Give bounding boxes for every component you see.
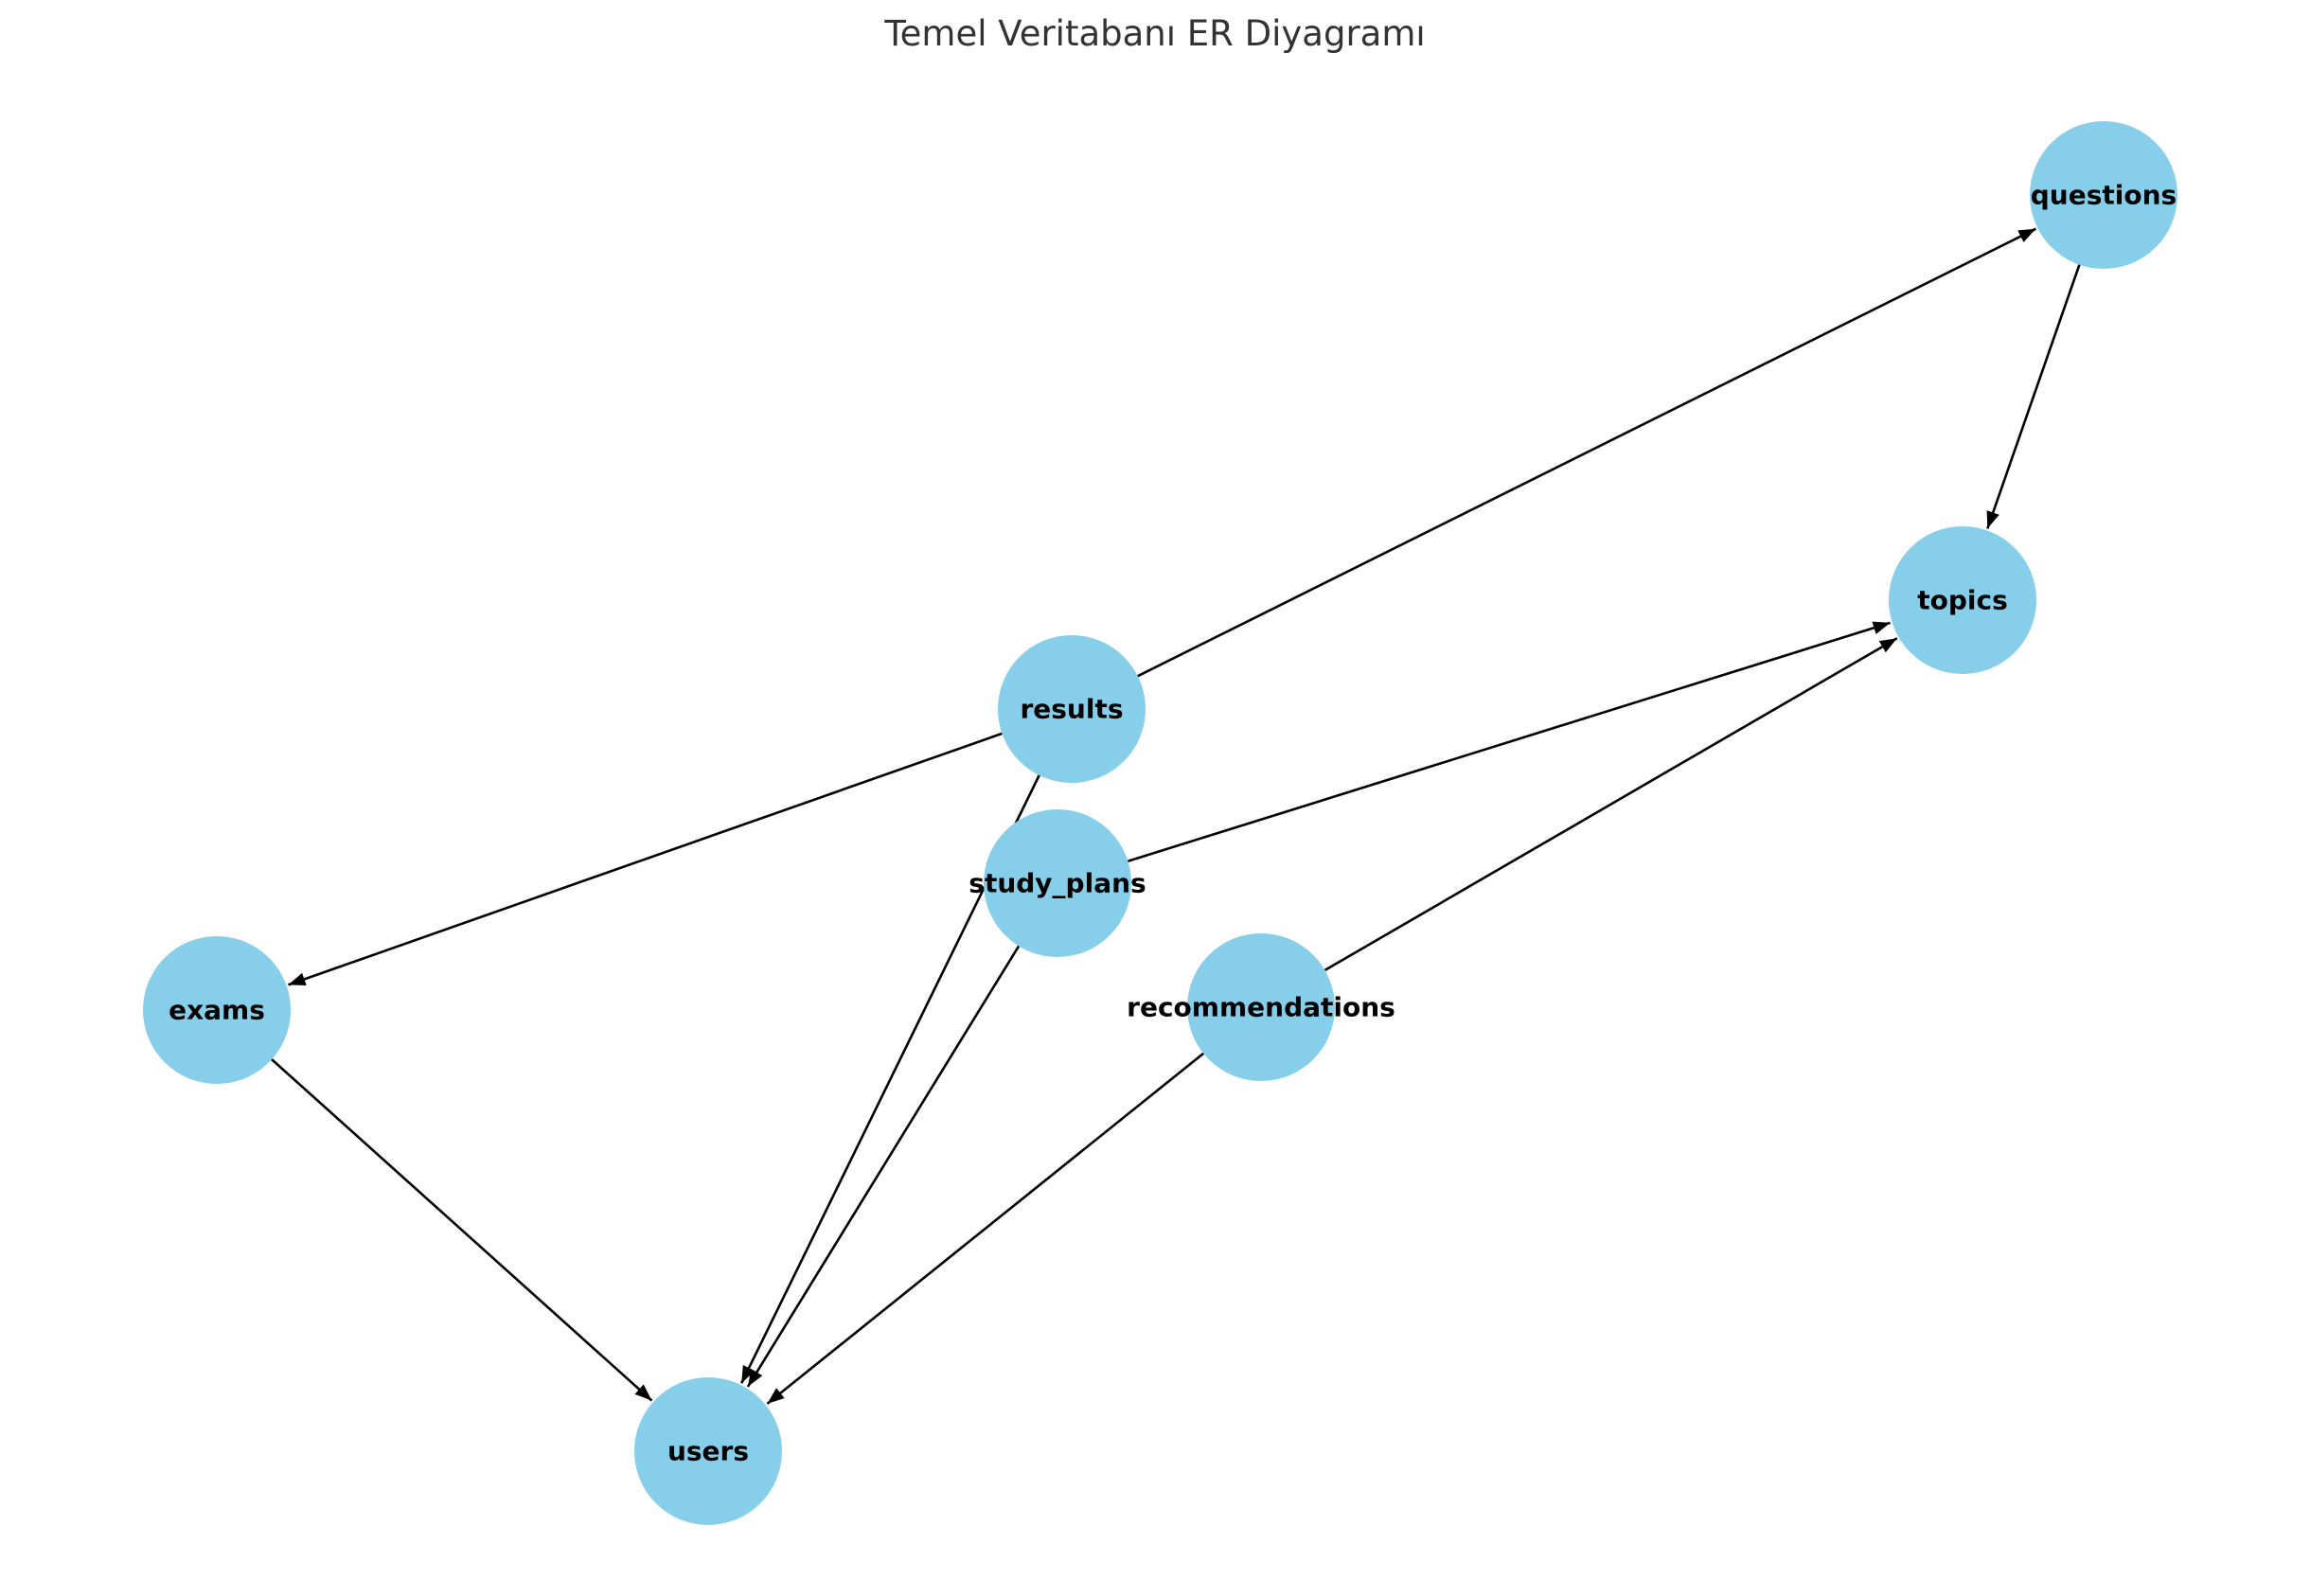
node-circle-recommendations: [1187, 933, 1335, 1081]
edge-recommendations-to-users: [766, 1052, 1205, 1405]
edges-layer: [271, 227, 2081, 1405]
node-label-study_plans: study_plans: [968, 868, 1146, 899]
node-questions: questions: [2030, 121, 2177, 269]
edge-recommendations-to-topics: [1324, 637, 1898, 972]
diagram-title: Temel Veritabanı ER Diyagramı: [883, 13, 1425, 54]
node-recommendations: recommendations: [1127, 933, 1395, 1081]
edge-exams-to-users: [271, 1058, 653, 1402]
node-exams: exams: [143, 936, 291, 1084]
node-label-questions: questions: [2031, 180, 2177, 211]
edge-results-to-exams: [288, 732, 1003, 986]
node-circle-topics: [1889, 526, 2036, 674]
edge-results-to-questions: [1137, 227, 2036, 678]
node-circle-users: [634, 1377, 782, 1525]
node-users: users: [634, 1377, 782, 1525]
node-study_plans: study_plans: [968, 809, 1146, 957]
node-label-users: users: [667, 1436, 749, 1467]
edge-questions-to-topics: [1986, 264, 2081, 529]
node-label-exams: exams: [169, 995, 265, 1026]
node-label-topics: topics: [1917, 585, 2008, 616]
node-circle-results: [998, 635, 1146, 783]
node-circle-study_plans: [984, 809, 1131, 957]
node-label-results: results: [1020, 694, 1123, 725]
node-topics: topics: [1889, 526, 2036, 674]
node-results: results: [998, 635, 1146, 783]
node-circle-questions: [2030, 121, 2177, 269]
edge-study_plans-to-users: [746, 945, 1021, 1388]
edge-study_plans-to-topics: [1128, 621, 1891, 862]
node-circle-exams: [143, 936, 291, 1084]
node-label-recommendations: recommendations: [1127, 992, 1395, 1023]
